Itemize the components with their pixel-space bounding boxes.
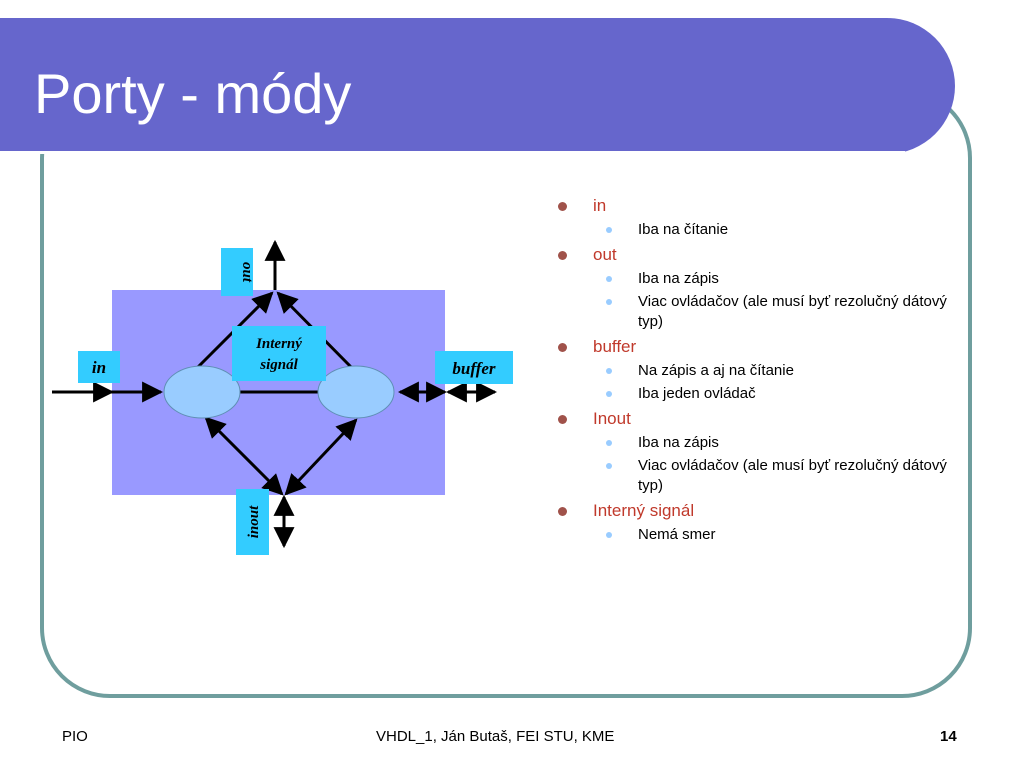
out-label-box [221, 248, 253, 296]
in-label: in [92, 358, 106, 377]
bullet-in-item: Iba na čítanie [556, 220, 956, 240]
internal-signal-label-line1: Interný [255, 336, 302, 352]
bullet-buffer-item: Na zápis a aj na čítanie [556, 361, 956, 381]
bullet-buffer: buffer [556, 335, 956, 359]
bullet-inout-item: Viac ovládačov (ale musí byť rezolučný d… [556, 456, 956, 496]
page-number: 14 [940, 728, 957, 745]
title-underline [0, 151, 905, 154]
slide-title: Porty - módy [34, 62, 352, 125]
inout-label-box [236, 489, 269, 555]
in-label-box [78, 351, 120, 383]
wire-left-to-inout [204, 416, 284, 496]
out-label: out [239, 262, 255, 283]
footer-left: PIO [62, 728, 88, 745]
bullet-inout: Inout [556, 407, 956, 431]
right-node [317, 365, 395, 419]
port-modes-diagram: out in buffer inout Interný signál [52, 239, 513, 555]
bullet-out-item: Viac ovládačov (ale musí byť rezolučný d… [556, 292, 956, 332]
bullet-buffer-item: Iba jeden ovládač [556, 384, 956, 404]
left-node [163, 365, 241, 419]
bullet-inout-item: Iba na zápis [556, 433, 956, 453]
bullet-internal-signal: Interný signál [556, 499, 956, 523]
footer-center: VHDL_1, Ján Butaš, FEI STU, KME [376, 728, 615, 745]
bullet-in: in [556, 194, 956, 218]
buffer-label-box [435, 351, 513, 384]
title-bar [0, 18, 955, 154]
bullet-internal-signal-item: Nemá smer [556, 525, 956, 545]
bullet-list: in Iba na čítanie out Iba na zápis Viac … [556, 194, 956, 548]
internal-signal-label-line2: signál [259, 357, 298, 373]
internal-signal-label-box [232, 326, 326, 381]
bullet-out: out [556, 243, 956, 267]
wire-right-to-inout [284, 418, 358, 496]
inout-label: inout [246, 505, 262, 538]
bullet-out-item: Iba na zápis [556, 269, 956, 289]
buffer-label: buffer [452, 359, 496, 378]
